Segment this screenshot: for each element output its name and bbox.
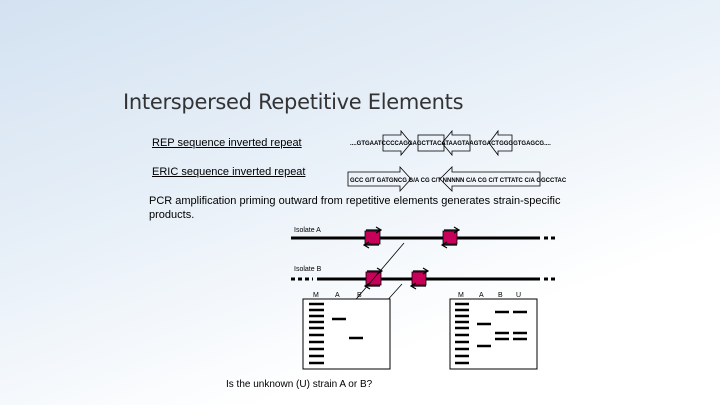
rep-box-mid xyxy=(417,134,445,152)
isolate-b-chromosome xyxy=(291,267,558,290)
gel-1-lane-label: B xyxy=(357,292,362,299)
gel-1: M A B xyxy=(302,292,391,370)
isolate-a-label: Isolate A xyxy=(294,227,321,234)
rep-arrow-left-2 xyxy=(488,129,513,157)
isolate-a-element-2 xyxy=(442,230,458,245)
eric-arrow-left xyxy=(439,166,541,192)
question-text: Is the unknown (U) strain A or B? xyxy=(226,379,373,390)
rep-sequence-graphic: ....GTGAATCCCCAGGAGCTTACATAAGTAAGTGACTGG… xyxy=(350,129,551,157)
rep-label: REP sequence inverted repeat xyxy=(152,137,302,149)
gel-2-lane-label: M xyxy=(458,292,464,299)
gel-1-lane-label: M xyxy=(313,292,319,299)
gel-2: M A B U xyxy=(449,292,538,370)
isolate-a-chromosome xyxy=(291,226,558,249)
isolate-b-element-2 xyxy=(411,271,427,286)
isolate-a-element-1 xyxy=(364,230,381,245)
gel-2-lane-label: A xyxy=(479,292,484,299)
slide-title: Interspersed Repetitive Elements xyxy=(123,90,464,114)
rep-arrow-right-1 xyxy=(382,129,412,157)
eric-arrow-right xyxy=(347,165,412,193)
rep-arrow-left-1 xyxy=(441,129,471,157)
rep-sequence-text: ....GTGAATCCCCAGGAGCTTACATAAGTAAGTGACTGG… xyxy=(350,141,551,147)
eric-sequence-text: GCC G/T GATGNCG G/A CG C/T NNNNN C/A CG … xyxy=(350,178,567,184)
gel-2-lane-label: U xyxy=(516,292,521,299)
isolate-b-label: Isolate B xyxy=(294,266,322,273)
eric-sequence-graphic: GCC G/T GATGNCG G/A CG C/T NNNNN C/A CG … xyxy=(347,165,567,193)
gel-2-lane-label: B xyxy=(498,292,503,299)
description-text: PCR amplification priming outward from r… xyxy=(149,195,561,221)
eric-label: ERIC sequence inverted repeat xyxy=(152,166,306,178)
gel-1-lane-label: A xyxy=(335,292,340,299)
